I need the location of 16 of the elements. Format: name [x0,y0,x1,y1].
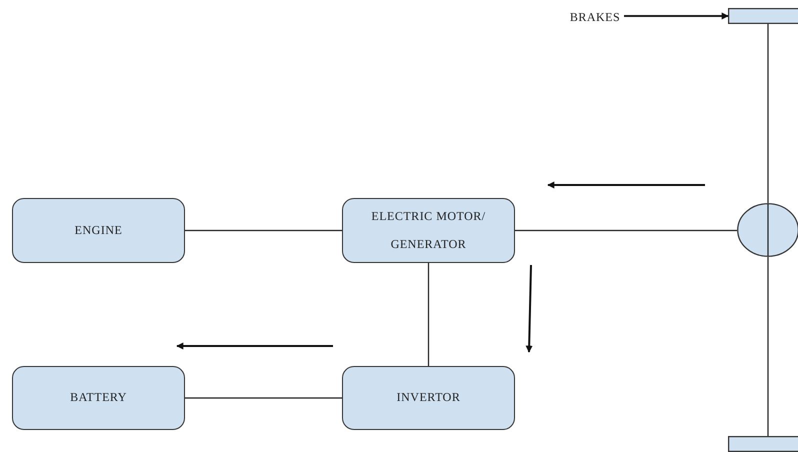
connector-line [767,24,769,203]
box-label: ELECTRIC MOTOR/ GENERATOR [370,208,487,252]
brakes-label: BRAKES [570,9,620,26]
component-box [12,198,185,263]
connector-line [428,263,430,366]
arrow [624,12,729,20]
box-label: BATTERY [70,389,127,406]
connector-line [515,230,737,232]
component-box [342,366,515,430]
connector-line [767,257,769,436]
box-label: ENGINE [74,222,122,239]
connector-line [185,397,342,399]
component-box [12,366,185,430]
box-label: INVERTOR [396,389,460,406]
component-box [342,198,515,263]
connector-line [185,230,342,232]
